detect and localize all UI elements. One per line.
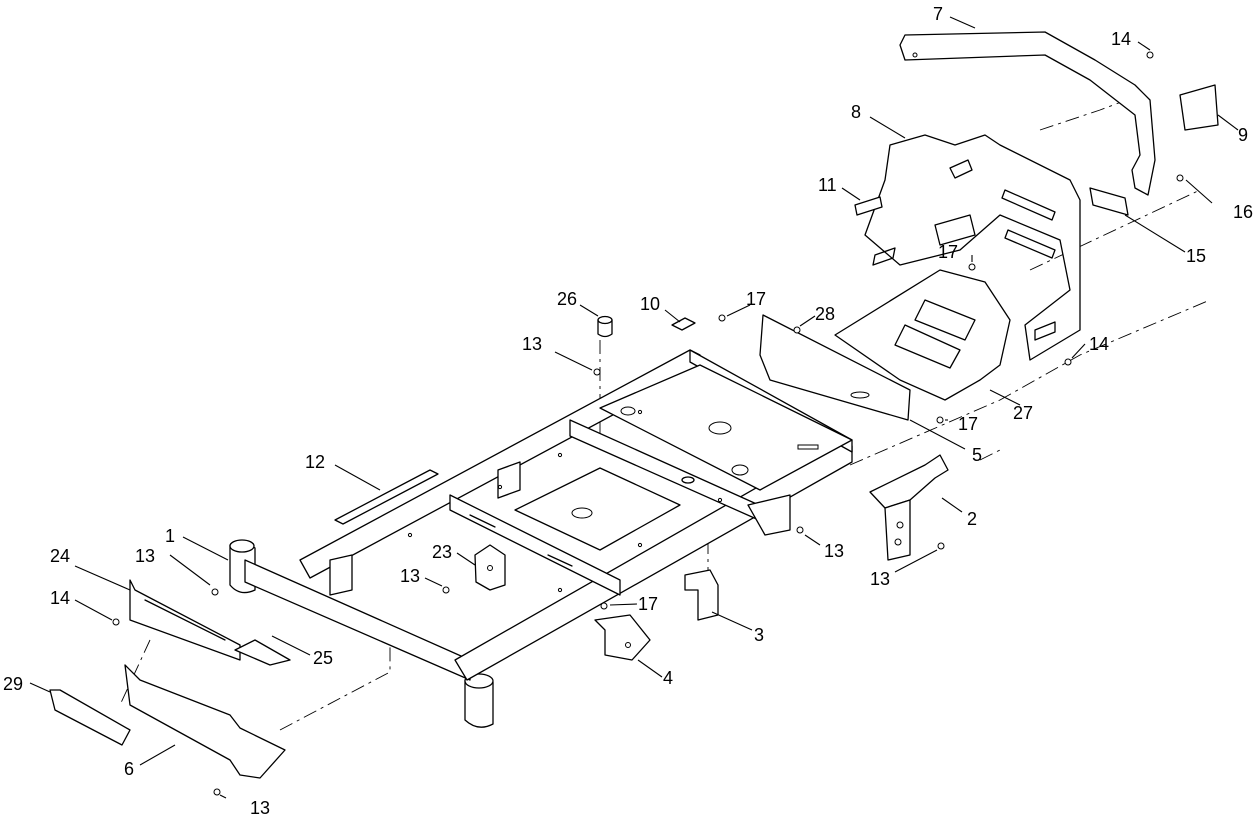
callout-2: 2 — [967, 509, 977, 529]
main-frame — [229, 349, 853, 728]
callout-labels: 1 2 3 4 5 6 7 8 9 10 11 12 13 13 13 13 1… — [3, 4, 1253, 818]
callout-14-b: 14 — [1089, 334, 1109, 354]
part-15-bracket — [1089, 174, 1184, 216]
callout-13-f: 13 — [250, 798, 270, 818]
callout-13-c: 13 — [400, 566, 420, 586]
callout-10: 10 — [640, 294, 660, 314]
callout-15: 15 — [1186, 246, 1206, 266]
callout-13-d: 13 — [522, 334, 542, 354]
part-29-plate — [49, 689, 131, 746]
callout-17-b: 17 — [746, 289, 766, 309]
callout-14-c: 14 — [1111, 29, 1131, 49]
part-9-plate — [1179, 84, 1219, 131]
callout-29: 29 — [3, 674, 23, 694]
part-27-seat-pan — [718, 263, 1011, 424]
part-25-clip — [234, 639, 291, 666]
part-7-upper-panel — [899, 31, 1156, 196]
callout-7: 7 — [933, 4, 943, 24]
callout-6: 6 — [124, 759, 134, 779]
callout-8: 8 — [851, 102, 861, 122]
callout-25: 25 — [313, 648, 333, 668]
callout-14-a: 14 — [50, 588, 70, 608]
callout-12: 12 — [305, 452, 325, 472]
callout-11: 11 — [818, 175, 837, 195]
callout-26: 26 — [557, 289, 577, 309]
callout-13-e: 13 — [870, 569, 890, 589]
callout-28: 28 — [815, 304, 835, 324]
callout-17-d: 17 — [938, 242, 958, 262]
callout-17-a: 17 — [638, 594, 658, 614]
callout-leaders — [29, 16, 1239, 799]
callout-23: 23 — [432, 542, 452, 562]
callout-27: 27 — [1013, 403, 1033, 423]
bolt-13-top — [593, 368, 601, 376]
part-2-bracket — [796, 454, 949, 561]
callout-16: 16 — [1233, 202, 1253, 222]
assembly-center-lines — [119, 94, 1211, 731]
callout-3: 3 — [754, 625, 764, 645]
part-24-cover — [112, 579, 241, 661]
part-4-bracket — [594, 602, 651, 661]
callout-5: 5 — [972, 445, 982, 465]
part-3-bracket — [684, 569, 719, 621]
callout-4: 4 — [663, 668, 673, 688]
callout-24: 24 — [50, 546, 70, 566]
callout-13-b: 13 — [824, 541, 844, 561]
callout-13-a: 13 — [135, 546, 155, 566]
part-6-shield — [124, 664, 286, 796]
part-10-decal — [671, 317, 696, 331]
callout-1: 1 — [165, 526, 175, 546]
callout-9: 9 — [1238, 125, 1248, 145]
part-26-bumper — [597, 315, 613, 338]
callout-17-c: 17 — [958, 414, 978, 434]
part-5-plate — [759, 314, 911, 421]
part-8-seat-panel — [864, 134, 1081, 366]
part-11-label — [854, 196, 883, 216]
part-12-strip — [334, 469, 439, 525]
